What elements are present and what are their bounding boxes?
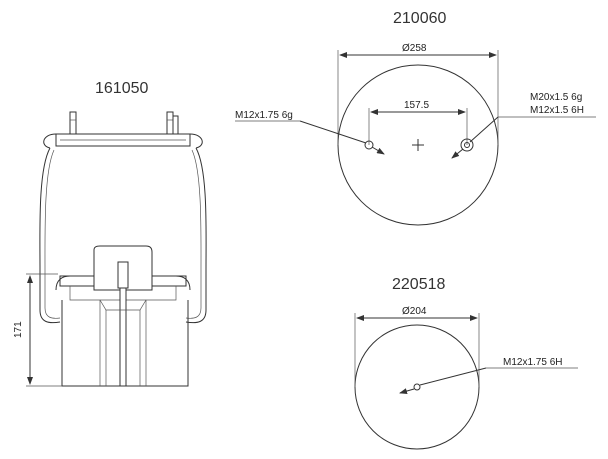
bolt-spacing-label: 157.5 xyxy=(404,100,429,111)
left-stud xyxy=(69,111,77,135)
right-air-inlet-hole xyxy=(460,138,474,152)
top-bead-plate xyxy=(55,133,191,147)
right-thread-label-2: M12x1.5 6H xyxy=(530,105,584,116)
piston-base-view: 220518 Ø204 M12x1.75 6H xyxy=(354,276,578,450)
air-spring-side-view: 161050 xyxy=(13,80,207,387)
piston-thread-label: M12x1.75 6H xyxy=(503,357,562,368)
bellows-right-outer xyxy=(185,147,207,324)
top-plate-diameter-label: Ø258 xyxy=(402,43,427,54)
piston-base-part-number: 220518 xyxy=(392,276,445,293)
piston-body xyxy=(61,300,189,387)
left-thread-label: M12x1.75 6g xyxy=(235,110,293,121)
bellows-left-outer xyxy=(39,147,61,324)
height-dimension-label: 171 xyxy=(13,321,24,338)
top-plate-part-number: 210060 xyxy=(393,10,446,27)
bellows-part-number: 161050 xyxy=(95,80,148,97)
center-bolt xyxy=(119,287,127,387)
center-bolt-hole xyxy=(413,383,421,391)
top-plate-view: 210060 Ø258 157.5 M12x1.75 6g M20x1.5 6g… xyxy=(235,10,596,226)
left-stud-hole xyxy=(364,140,374,150)
right-thread-label-1: M20x1.5 6g xyxy=(530,92,582,103)
piston-base-circle xyxy=(354,324,480,450)
right-stud xyxy=(166,111,174,135)
piston-base-diameter-label: Ø204 xyxy=(402,306,427,317)
